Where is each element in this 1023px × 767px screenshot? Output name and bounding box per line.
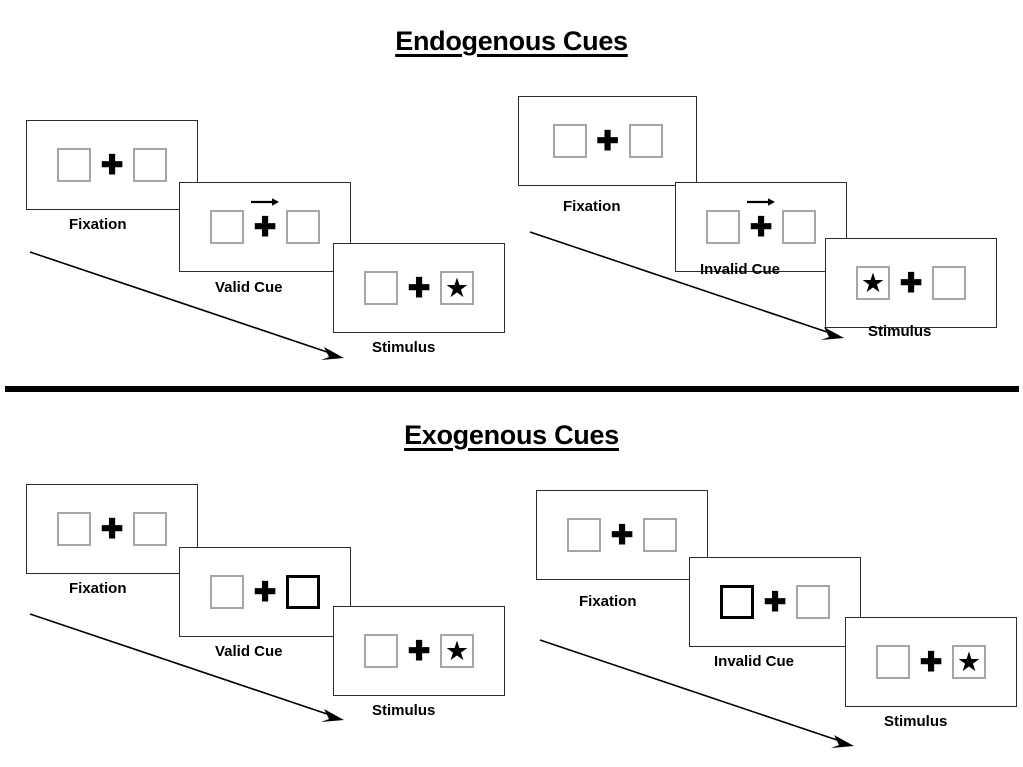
placeholder-box-right-cued: [286, 575, 320, 609]
placeholder-box-left: [210, 210, 244, 244]
panel-inner: ✚: [706, 197, 816, 244]
placeholder-box-right: [643, 518, 677, 552]
caption-exogenous-invalid-stimulus: Stimulus: [884, 713, 948, 730]
panel-exogenous-valid-fixation: ✚: [26, 484, 198, 574]
caption-endogenous-valid-stimulus: Stimulus: [372, 339, 436, 356]
placeholder-box-right: [796, 585, 830, 619]
placeholder-box-left-cued: [720, 585, 754, 619]
panel-exogenous-valid-cue: ✚: [179, 547, 351, 637]
fixation-cross: ✚: [601, 519, 643, 550]
fixation-cross: ✚: [890, 267, 932, 298]
fixation-cross: ✚: [910, 646, 952, 677]
plus-glyph: ✚: [919, 646, 943, 677]
plus-glyph: ✚: [253, 211, 277, 242]
panel-inner: ✚ ★: [364, 271, 474, 305]
placeholder-box-right: [286, 210, 320, 244]
panel-endogenous-valid-stimulus: ✚ ★: [333, 243, 505, 333]
caption-endogenous-invalid-cue: Invalid Cue: [700, 261, 781, 278]
panel-exogenous-valid-stimulus: ✚ ★: [333, 606, 505, 696]
caption-endogenous-valid-cue: Valid Cue: [215, 279, 283, 296]
plus-glyph: ✚: [899, 267, 923, 298]
placeholder-box-left: [552, 124, 587, 158]
placeholder-box-right: [932, 266, 966, 300]
fixation-cross: ✚: [91, 149, 133, 180]
placeholder-box-right: ★: [440, 271, 474, 305]
panel-inner: ✚: [720, 585, 830, 619]
panel-inner: ✚ ★: [364, 634, 474, 668]
plus-glyph: ✚: [596, 125, 619, 156]
panel-endogenous-invalid-fixation: ✚: [518, 96, 697, 186]
panel-exogenous-invalid-cue: ✚: [689, 557, 861, 647]
caption-endogenous-valid-fixation: Fixation: [69, 216, 127, 233]
plus-glyph: ✚: [253, 576, 277, 607]
panel-inner: ✚: [552, 124, 663, 158]
fixation-cross: ✚: [244, 576, 286, 607]
section-divider: [5, 386, 1019, 392]
plus-glyph: ✚: [407, 635, 431, 666]
placeholder-box-left: ★: [856, 266, 890, 300]
fixation-cross: ✚: [754, 586, 796, 617]
placeholder-box-right: ★: [440, 634, 474, 668]
caption-exogenous-valid-stimulus: Stimulus: [372, 702, 436, 719]
fixation-cross: ✚: [740, 197, 782, 242]
section-title-endogenous: Endogenous Cues: [395, 26, 628, 56]
star-stimulus-icon: ★: [444, 272, 470, 303]
placeholder-box-left: [876, 645, 910, 679]
panel-inner: ✚: [210, 197, 320, 244]
panel-exogenous-invalid-stimulus: ✚ ★: [845, 617, 1017, 707]
placeholder-box-right: [133, 148, 167, 182]
placeholder-box-left: [57, 148, 91, 182]
caption-endogenous-invalid-fixation: Fixation: [563, 198, 621, 215]
panel-inner: ✚: [210, 575, 320, 609]
plus-glyph: ✚: [100, 149, 124, 180]
panel-endogenous-invalid-cue: ✚: [675, 182, 847, 272]
star-stimulus-icon: ★: [956, 646, 982, 677]
placeholder-box-left: [210, 575, 244, 609]
fixation-cross: ✚: [244, 197, 286, 242]
caption-exogenous-invalid-fixation: Fixation: [579, 593, 637, 610]
panel-inner: ★ ✚: [856, 266, 966, 300]
time-arrow-exogenous-valid: [29, 613, 344, 722]
arrow-right-cue-icon: [251, 197, 279, 206]
star-stimulus-icon: ★: [444, 635, 470, 666]
fixation-cross: ✚: [587, 125, 629, 156]
panel-exogenous-invalid-fixation: ✚: [536, 490, 708, 580]
fixation-cross: ✚: [91, 513, 133, 544]
panel-endogenous-invalid-stimulus: ★ ✚: [825, 238, 997, 328]
arrow-right-cue-icon: [747, 197, 775, 206]
time-arrow-exogenous-invalid: [539, 639, 854, 748]
panel-inner: ✚ ★: [876, 645, 986, 679]
section-title-exogenous: Exogenous Cues: [404, 420, 619, 450]
caption-exogenous-valid-fixation: Fixation: [69, 580, 127, 597]
placeholder-box-left: [567, 518, 601, 552]
panel-endogenous-valid-fixation: ✚: [26, 120, 198, 210]
time-arrow-endogenous-invalid: [529, 231, 844, 340]
placeholder-box-left: [57, 512, 91, 546]
time-arrow-endogenous-valid: [29, 251, 344, 360]
star-stimulus-icon: ★: [860, 267, 886, 298]
placeholder-box-right: ★: [952, 645, 986, 679]
placeholder-box-right: [628, 124, 663, 158]
placeholder-box-left: [364, 634, 398, 668]
plus-glyph: ✚: [100, 513, 124, 544]
panel-inner: ✚: [57, 148, 167, 182]
plus-glyph: ✚: [749, 211, 773, 242]
plus-glyph: ✚: [763, 586, 787, 617]
fixation-cross: ✚: [398, 635, 440, 666]
placeholder-box-left: [364, 271, 398, 305]
panel-endogenous-valid-cue: ✚: [179, 182, 351, 272]
plus-glyph: ✚: [610, 519, 634, 550]
caption-exogenous-invalid-cue: Invalid Cue: [714, 653, 795, 670]
placeholder-box-right: [782, 210, 816, 244]
placeholder-box-right: [133, 512, 167, 546]
plus-glyph: ✚: [407, 272, 431, 303]
panel-inner: ✚: [57, 512, 167, 546]
caption-endogenous-invalid-stimulus: Stimulus: [868, 323, 932, 340]
caption-exogenous-valid-cue: Valid Cue: [215, 643, 283, 660]
panel-inner: ✚: [567, 518, 677, 552]
fixation-cross: ✚: [398, 272, 440, 303]
placeholder-box-left: [706, 210, 740, 244]
